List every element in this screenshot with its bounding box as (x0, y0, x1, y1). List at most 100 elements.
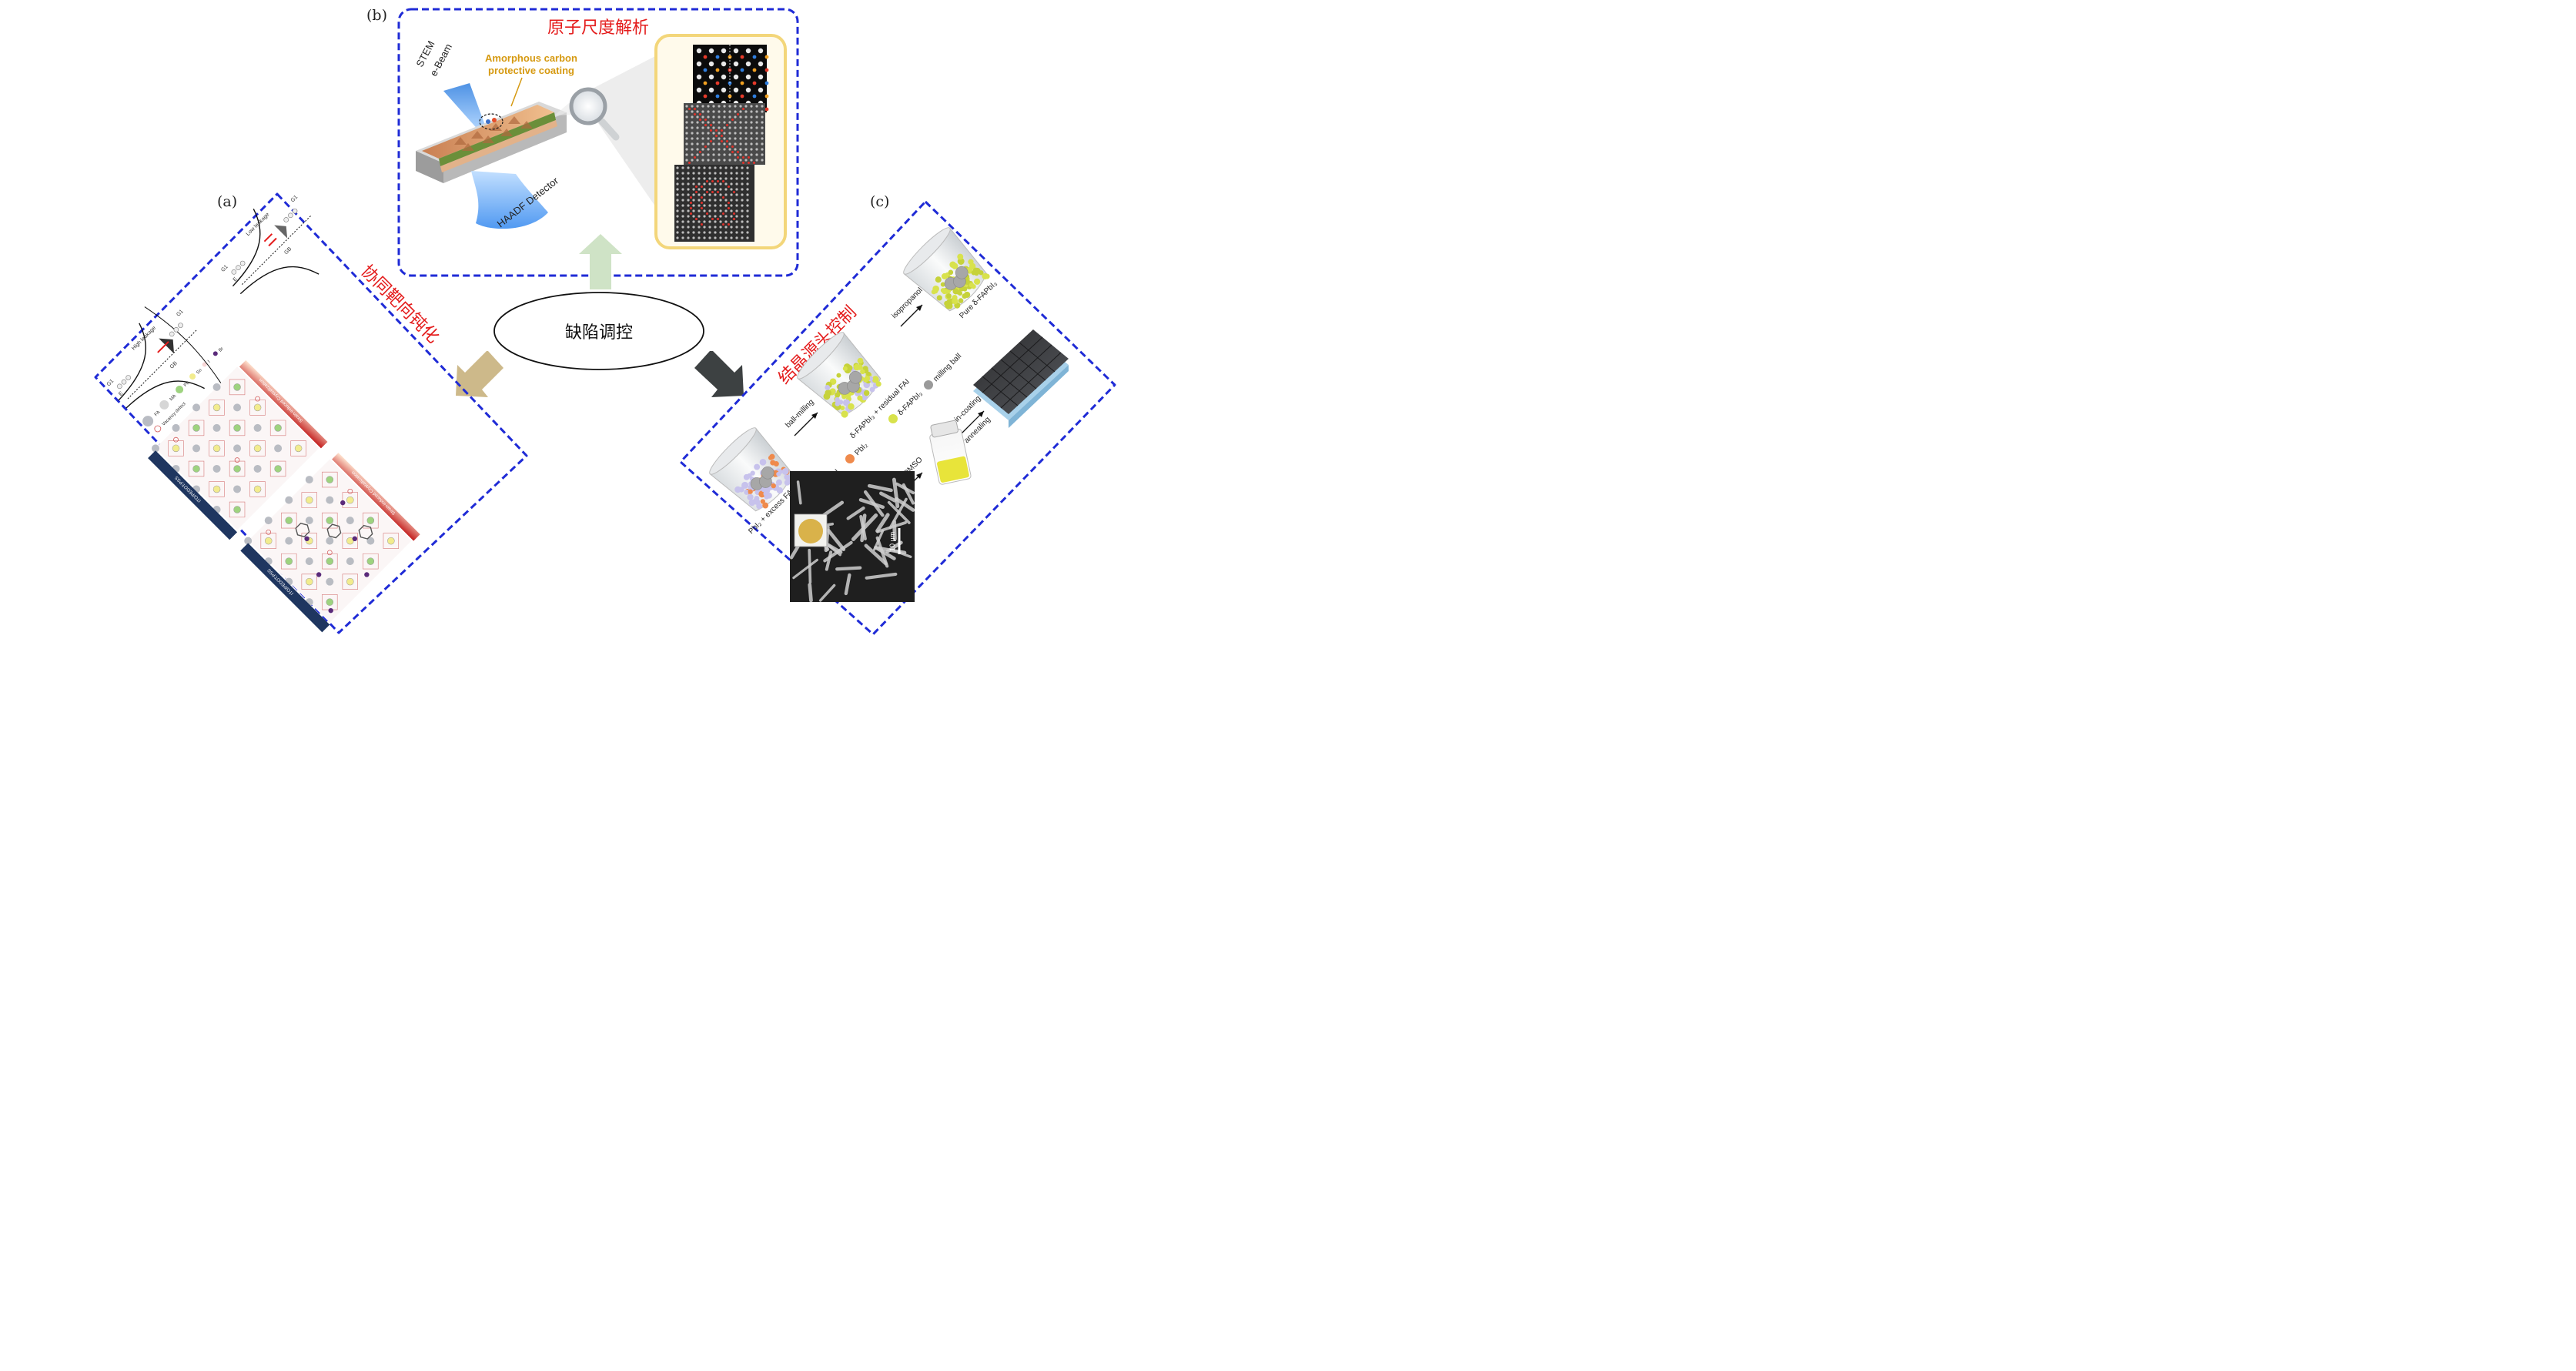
lattice-atom (712, 153, 715, 156)
a-site-cation (326, 577, 334, 586)
lattice-atom (691, 132, 694, 135)
atom-column (745, 74, 751, 80)
particle (935, 276, 942, 283)
metal-site (253, 444, 262, 453)
atom-column (745, 87, 751, 93)
crystal-rod (887, 500, 911, 524)
panel-a-title: 协同靶向钝化 (357, 262, 443, 347)
lattice-atom (692, 166, 695, 169)
metal-site (233, 465, 241, 473)
milling-ball (761, 466, 774, 480)
atom-overlay (740, 94, 744, 99)
lattice-atom (714, 172, 717, 175)
lattice-atom (724, 220, 728, 223)
defect-marker (742, 162, 744, 164)
panel-a: (a) 协同靶向钝化 ITO/PEDOT:PSS Strain-induced … (94, 192, 528, 634)
lattice-atom (698, 231, 701, 234)
defect-marker (728, 186, 730, 188)
lattice-atom (741, 236, 744, 239)
lattice-atom (676, 215, 679, 218)
lattice-atom (696, 115, 699, 119)
defect-marker (711, 180, 714, 182)
octahedron (229, 460, 246, 477)
lattice-atom (692, 172, 695, 175)
lattice-atom (707, 110, 710, 113)
lattice-atom (701, 110, 704, 113)
panel-a-letter: (a) (217, 193, 237, 210)
metal-site (233, 424, 241, 432)
particle (941, 273, 948, 279)
defect-marker (699, 113, 701, 115)
lattice-atom (741, 215, 744, 218)
particle (948, 269, 954, 276)
lattice-atom (676, 226, 679, 229)
atom-column (758, 87, 764, 93)
lattice-atom (698, 193, 701, 196)
lattice-atom (739, 148, 742, 151)
lattice-atom (685, 121, 688, 124)
lattice-atom (718, 137, 721, 140)
lattice-atom (739, 105, 742, 108)
bromide-ion (364, 572, 370, 577)
defect-marker (704, 119, 707, 121)
lattice-atom (687, 204, 690, 207)
lattice-atom (744, 132, 748, 135)
lattice-atom (728, 105, 731, 108)
crystal-rod (865, 572, 898, 580)
lattice-atom (739, 142, 742, 145)
lattice-atom (719, 231, 722, 234)
particle (957, 253, 964, 260)
lattice-atom (734, 159, 737, 162)
center-label: 缺陷调控 (565, 323, 633, 343)
lattice-atom (750, 142, 753, 145)
lattice-atom (698, 220, 701, 223)
substrate-bar-upper (148, 450, 238, 540)
lattice-atom (730, 177, 733, 180)
lattice-atom (691, 115, 694, 119)
lattice-atom (681, 188, 684, 191)
svg-text:Pb: Pb (183, 380, 191, 388)
lattice-atom (746, 226, 749, 229)
metal-site (274, 424, 282, 432)
lattice-atom (755, 121, 758, 124)
lattice-atom (730, 172, 733, 175)
lattice-atom (687, 182, 690, 186)
lattice-atom (744, 121, 748, 124)
octahedron (363, 512, 379, 529)
lattice-atom (719, 220, 722, 223)
lattice-atom (692, 231, 695, 234)
lattice-atom (723, 110, 726, 113)
octahedron (322, 553, 338, 570)
atom-column (733, 48, 739, 54)
lattice-atom (730, 166, 733, 169)
lattice-atom (734, 126, 737, 129)
lattice-atom (692, 220, 695, 223)
lattice-atom (687, 209, 690, 212)
metal-site (212, 444, 221, 453)
crystal-rod (792, 558, 818, 580)
defect-marker (748, 156, 750, 159)
lattice-atom (739, 121, 742, 124)
a-site-cation (326, 537, 334, 545)
lattice-atom (746, 204, 749, 207)
lattice-atom (724, 209, 728, 212)
lattice-atom (698, 199, 701, 202)
lattice-atom (687, 166, 690, 169)
metal-site (274, 465, 282, 473)
lattice-atom (692, 226, 695, 229)
lattice-atom (746, 182, 749, 186)
particle (835, 397, 840, 403)
octahedron (301, 533, 317, 549)
lattice-atom (685, 126, 688, 129)
particle (835, 392, 841, 398)
lattice-atom (701, 105, 704, 108)
octahedron (290, 440, 306, 456)
lattice-atom (723, 159, 726, 162)
octahedron (322, 512, 338, 529)
svg-text:Low leakage: Low leakage (246, 212, 271, 237)
milling-ball (848, 370, 862, 384)
lattice-atom (708, 226, 711, 229)
a-site-cation (346, 557, 354, 566)
lattice-atom (703, 220, 706, 223)
lattice-atom (739, 126, 742, 129)
